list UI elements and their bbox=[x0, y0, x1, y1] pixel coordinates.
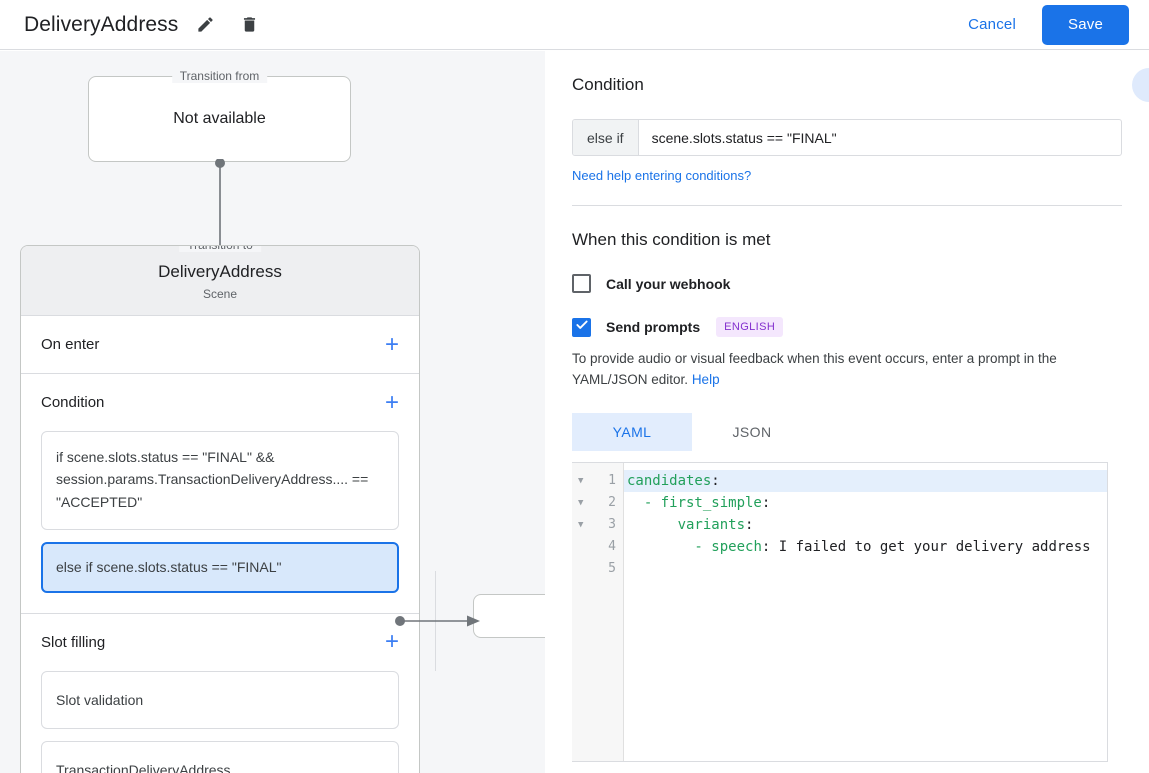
gutter-line-number: ▼3 bbox=[578, 517, 616, 533]
scene-graph-panel: Transition from Not available Transition… bbox=[0, 51, 545, 773]
call-webhook-label: Call your webhook bbox=[606, 275, 731, 292]
section-on-enter: On enter + bbox=[21, 316, 419, 373]
editor-format-tabs: YAML JSON bbox=[572, 412, 1122, 451]
transition-to-node: Transition to DeliveryAddress Scene On e… bbox=[20, 245, 420, 773]
gutter-line-number: 5 bbox=[608, 561, 616, 577]
divider bbox=[21, 373, 419, 374]
transition-from-value: Not available bbox=[173, 110, 266, 127]
call-webhook-checkbox[interactable] bbox=[572, 274, 591, 293]
prompts-description-text: To provide audio or visual feedback when… bbox=[572, 351, 1057, 387]
section-title-slot-filling: Slot filling bbox=[41, 633, 106, 651]
code-line bbox=[624, 558, 1107, 580]
header-actions: Cancel Save bbox=[954, 4, 1149, 45]
add-slot-filling-button[interactable]: + bbox=[384, 628, 399, 656]
gutter-line-number: ▼2 bbox=[578, 495, 616, 511]
fold-triangle-icon[interactable]: ▼ bbox=[578, 475, 584, 486]
code-line: candidates: bbox=[624, 469, 1107, 492]
condition-detail-panel: Condition else if Need help entering con… bbox=[545, 51, 1149, 773]
transition-from-node[interactable]: Transition from Not available bbox=[88, 69, 351, 162]
condition-input-row: else if bbox=[572, 119, 1122, 156]
cancel-button[interactable]: Cancel bbox=[954, 8, 1030, 41]
fold-triangle-icon[interactable]: ▼ bbox=[578, 497, 584, 508]
scene-name: DeliveryAddress bbox=[158, 262, 282, 281]
delete-button[interactable] bbox=[232, 8, 266, 42]
send-prompts-checkbox[interactable] bbox=[572, 317, 591, 337]
section-title-on-enter: On enter bbox=[41, 336, 100, 353]
flow-arrow-right-icon bbox=[395, 615, 480, 627]
gutter-line-number: 4 bbox=[608, 539, 616, 555]
transition-to-legend: Transition to bbox=[179, 246, 261, 252]
app-header: DeliveryAddress Cancel Save bbox=[0, 0, 1149, 50]
editor-code-area[interactable]: candidates: - first_simple: variants: - … bbox=[624, 463, 1107, 761]
transition-from-legend: Transition from bbox=[171, 69, 268, 83]
section-title-condition: Condition bbox=[41, 394, 105, 411]
condition-expression-input[interactable] bbox=[638, 120, 1121, 155]
list-item[interactable]: Slot validation bbox=[41, 670, 399, 729]
condition-item-selected[interactable]: else if scene.slots.status == "FINAL" bbox=[41, 542, 399, 593]
help-link[interactable]: Help bbox=[691, 371, 720, 387]
editor-gutter: ▼1 ▼2 ▼3 4 5 bbox=[572, 462, 624, 761]
fold-triangle-icon[interactable]: ▼ bbox=[578, 519, 584, 530]
send-prompts-row: Send prompts ENGLISH bbox=[572, 317, 1122, 337]
when-condition-met-section: When this condition is met Call your web… bbox=[545, 206, 1149, 762]
trash-icon bbox=[240, 15, 259, 34]
condition-help-link[interactable]: Need help entering conditions? bbox=[572, 168, 752, 183]
section-condition: Condition + bbox=[21, 374, 419, 431]
webhook-row: Call your webhook bbox=[572, 274, 1122, 293]
prompts-description: To provide audio or visual feedback when… bbox=[572, 349, 1122, 391]
target-node-stub[interactable] bbox=[473, 594, 545, 638]
scene-header[interactable]: DeliveryAddress Scene bbox=[21, 246, 419, 316]
save-button[interactable]: Save bbox=[1042, 4, 1129, 45]
condition-section: Condition else if Need help entering con… bbox=[545, 51, 1149, 206]
yaml-code-editor[interactable]: ▼1 ▼2 ▼3 4 5 candidates: - first_simple: var… bbox=[572, 461, 1108, 762]
gutter-line-number: ▼1 bbox=[578, 473, 616, 489]
scene-type-label: Scene bbox=[202, 287, 238, 301]
when-met-heading: When this condition is met bbox=[572, 230, 771, 249]
code-line: - speech: I failed to get your delivery … bbox=[627, 538, 1091, 555]
tab-yaml[interactable]: YAML bbox=[572, 412, 692, 451]
check-icon bbox=[575, 318, 589, 337]
condition-heading: Condition bbox=[572, 75, 644, 94]
list-item[interactable]: TransactionDeliveryAddress bbox=[41, 740, 399, 773]
tab-json[interactable]: JSON bbox=[732, 423, 772, 440]
page-title: DeliveryAddress bbox=[24, 12, 179, 36]
condition-item[interactable]: if scene.slots.status == "FINAL" && sess… bbox=[41, 431, 399, 531]
language-badge: ENGLISH bbox=[716, 317, 784, 337]
slot-filling-list: Slot validation TransactionDeliveryAddre… bbox=[21, 670, 419, 773]
add-condition-button[interactable]: + bbox=[384, 388, 399, 416]
add-on-enter-button[interactable]: + bbox=[384, 330, 399, 358]
collapse-panel-button[interactable] bbox=[1132, 68, 1149, 102]
condition-prefix-label: else if bbox=[573, 120, 639, 155]
section-slot-filling: Slot filling + bbox=[21, 614, 419, 671]
edit-button[interactable] bbox=[188, 8, 222, 42]
code-line: - first_simple: bbox=[627, 494, 771, 511]
divider bbox=[21, 612, 419, 614]
flow-arrow-down-icon bbox=[214, 159, 226, 258]
divider bbox=[572, 205, 1122, 206]
code-line: variants: bbox=[677, 516, 754, 533]
pencil-icon bbox=[196, 15, 215, 34]
send-prompts-label: Send prompts bbox=[606, 319, 701, 335]
